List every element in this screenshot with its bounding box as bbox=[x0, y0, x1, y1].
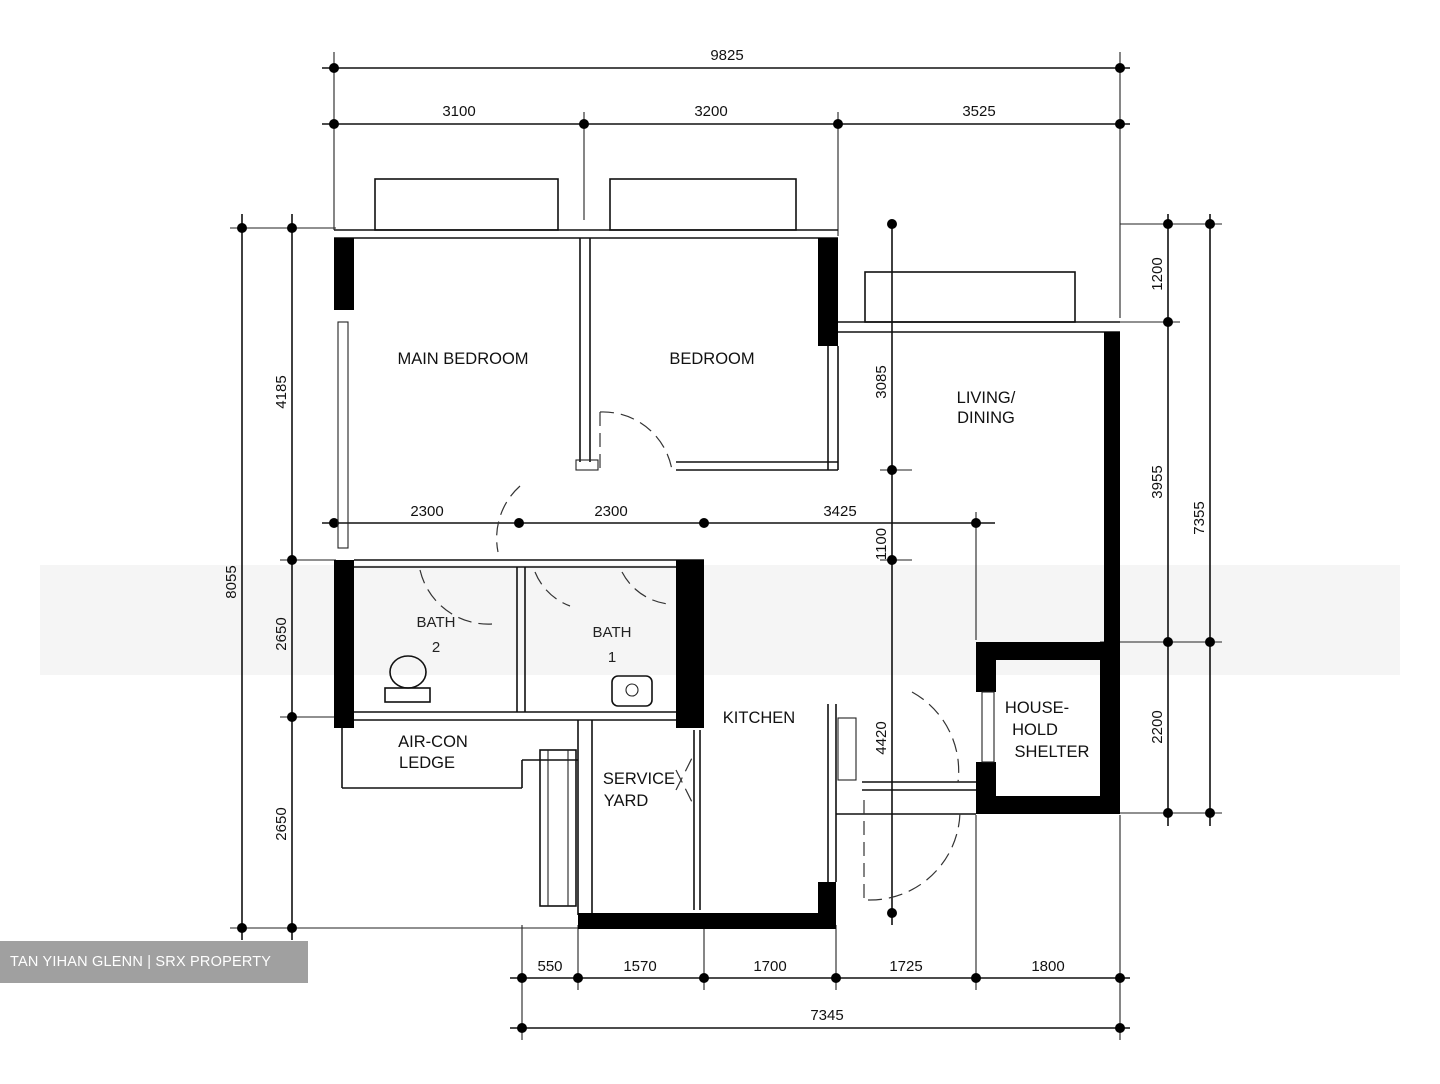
room-living-line-2: DINING bbox=[957, 409, 1015, 427]
fixtures bbox=[384, 655, 653, 707]
room-aircon-line-1: AIR-CON bbox=[398, 733, 468, 751]
room-main-bedroom: MAIN BEDROOM bbox=[397, 350, 528, 368]
dim-bottom-total: 7345 bbox=[810, 1007, 843, 1024]
dim-int-1: 3085 bbox=[873, 365, 890, 398]
room-living-line-1: LIVING/ bbox=[957, 389, 1016, 407]
room-bath-2-line-1: BATH bbox=[417, 614, 456, 631]
dim-top-seg-1: 3100 bbox=[442, 103, 475, 120]
dim-int-2: 1100 bbox=[873, 528, 890, 560]
dim-bottom-seg-4: 1725 bbox=[889, 958, 922, 975]
room-shelter-line-2: HOLD bbox=[1012, 721, 1058, 739]
room-aircon-line-2: LEDGE bbox=[399, 754, 455, 772]
dim-mid-2: 2300 bbox=[594, 503, 627, 520]
dim-bottom-seg-5: 1800 bbox=[1031, 958, 1064, 975]
dim-int-3: 4420 bbox=[873, 721, 890, 754]
walls bbox=[334, 178, 1120, 929]
dim-top-seg-2: 3200 bbox=[694, 103, 727, 120]
room-service-line-2: YARD bbox=[604, 792, 649, 810]
dim-bottom-seg-3: 1700 bbox=[753, 958, 786, 975]
room-shelter-line-3: SHELTER bbox=[1015, 743, 1090, 761]
dimension-lines bbox=[230, 52, 1222, 1040]
basin-icon bbox=[611, 675, 653, 707]
room-labels: MAIN BEDROOM BEDROOM LIVING/ DINING BATH… bbox=[397, 350, 1089, 810]
dim-right-seg-1: 1200 bbox=[1149, 257, 1166, 290]
watermark-band bbox=[40, 565, 1400, 675]
room-shelter-line-1: HOUSE- bbox=[1005, 699, 1069, 717]
dim-mid-3: 3425 bbox=[823, 503, 856, 520]
dim-left-seg-2: 2650 bbox=[273, 617, 290, 650]
dim-top-total: 9825 bbox=[710, 47, 743, 64]
room-service-line-1: SERVICE bbox=[603, 770, 675, 788]
dimension-dots bbox=[237, 63, 1215, 1033]
credit-text: TAN YIHAN GLENN | SRX PROPERTY bbox=[10, 954, 272, 970]
dim-right-seg-2: 3955 bbox=[1149, 465, 1166, 498]
dim-bottom-seg-1: 550 bbox=[537, 958, 562, 975]
dim-top-seg-3: 3525 bbox=[962, 103, 995, 120]
dim-right-seg-3: 2200 bbox=[1149, 710, 1166, 743]
dimension-labels: 9825 3100 3200 3525 550 1570 1700 1725 1… bbox=[223, 47, 1208, 1024]
door-swings bbox=[419, 411, 961, 902]
room-bedroom: BEDROOM bbox=[669, 350, 754, 368]
room-bath-2-line-2: 2 bbox=[432, 639, 440, 656]
dim-right-total: 7355 bbox=[1191, 501, 1208, 534]
dim-left-total: 8055 bbox=[223, 565, 240, 598]
credit-banner: TAN YIHAN GLENN | SRX PROPERTY bbox=[0, 941, 308, 983]
room-kitchen: KITCHEN bbox=[723, 709, 795, 727]
room-bath-1-line-1: BATH bbox=[593, 624, 632, 641]
room-bath-1-line-2: 1 bbox=[608, 649, 616, 666]
dim-left-seg-3: 2650 bbox=[273, 807, 290, 840]
dim-left-seg-1: 4185 bbox=[273, 375, 290, 408]
dim-mid-1: 2300 bbox=[410, 503, 443, 520]
dim-bottom-seg-2: 1570 bbox=[623, 958, 656, 975]
